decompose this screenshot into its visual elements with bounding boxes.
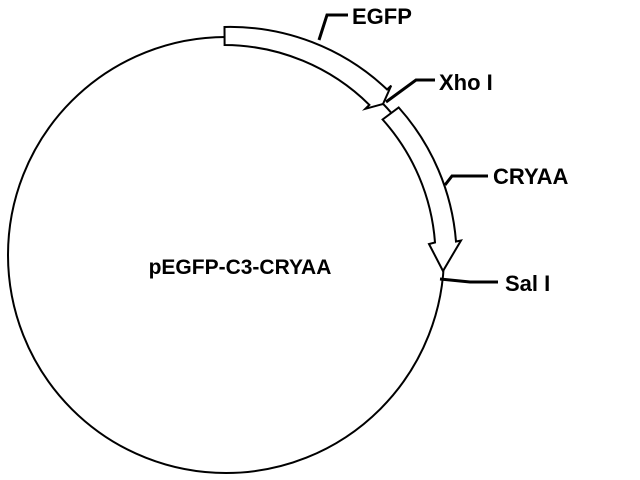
egfp-leader-line bbox=[317, 13, 348, 41]
egfp-arrow bbox=[223, 25, 393, 111]
cryaa-leader-line bbox=[443, 174, 488, 186]
sal-leader-line bbox=[439, 277, 498, 284]
plasmid-name: pEGFP-C3-CRYAA bbox=[149, 256, 332, 279]
sal-site-label: Sal I bbox=[505, 271, 550, 296]
cryaa-arrow bbox=[381, 106, 463, 274]
xho-leader-line bbox=[385, 78, 435, 104]
xho-site-label: Xho I bbox=[439, 70, 493, 95]
cryaa-label: CRYAA bbox=[493, 164, 569, 189]
egfp-label: EGFP bbox=[352, 4, 412, 29]
